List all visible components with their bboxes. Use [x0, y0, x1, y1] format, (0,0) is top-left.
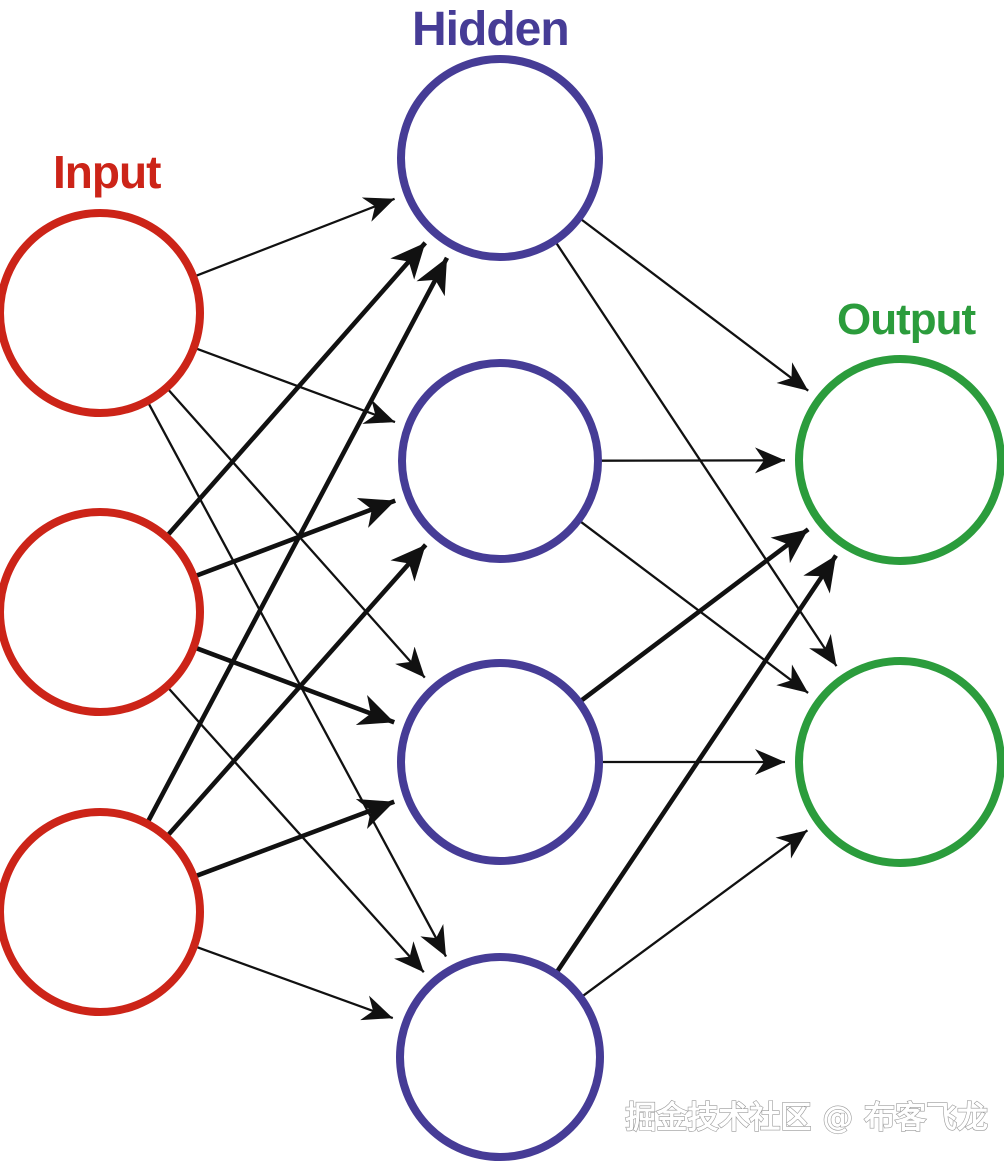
hidden-node-h4: [396, 953, 604, 1161]
connection-arrow-i2-h4: [168, 687, 425, 973]
connection-arrow-i1-h1: [195, 197, 396, 277]
connection-arrow-i2-h1: [166, 241, 428, 537]
connection-arrow-h1-o2: [555, 242, 838, 667]
connection-arrow-h2-o2: [580, 520, 809, 694]
input-node-i1: [0, 209, 204, 417]
connection-arrow-i3-h4: [196, 946, 394, 1021]
hidden-node-h2: [398, 359, 602, 563]
connection-arrow-h1-o1: [580, 218, 809, 392]
output-node-o2: [795, 657, 1004, 867]
connection-arrow-i1-h4: [147, 403, 448, 958]
connection-arrows: [146, 197, 838, 1021]
connection-arrow-i2-h3: [195, 646, 396, 726]
connection-arrow-i3-h3: [195, 798, 396, 878]
input-node-i2: [0, 508, 204, 716]
connection-arrow-i1-h3: [167, 389, 426, 679]
hidden-layer-label: Hidden: [412, 3, 569, 56]
connection-arrow-h3-o1: [580, 527, 810, 703]
connection-arrow-i3-h1: [146, 256, 450, 823]
hidden-node-h1: [397, 55, 603, 261]
hidden-node-h3: [397, 659, 603, 865]
connection-arrow-i1-h2: [196, 347, 396, 424]
connection-arrow-h4-o1: [555, 554, 838, 973]
output-layer-label: Output: [837, 295, 977, 344]
input-layer-label: Input: [53, 146, 161, 198]
connection-arrow-i3-h2: [166, 543, 428, 837]
watermark: 掘金技术社区 @ 布客飞龙: [625, 1100, 988, 1136]
neuron-nodes: [0, 55, 1004, 1161]
input-node-i3: [0, 808, 204, 1016]
output-node-o1: [795, 355, 1004, 565]
connection-arrow-h4-o2: [582, 829, 809, 997]
